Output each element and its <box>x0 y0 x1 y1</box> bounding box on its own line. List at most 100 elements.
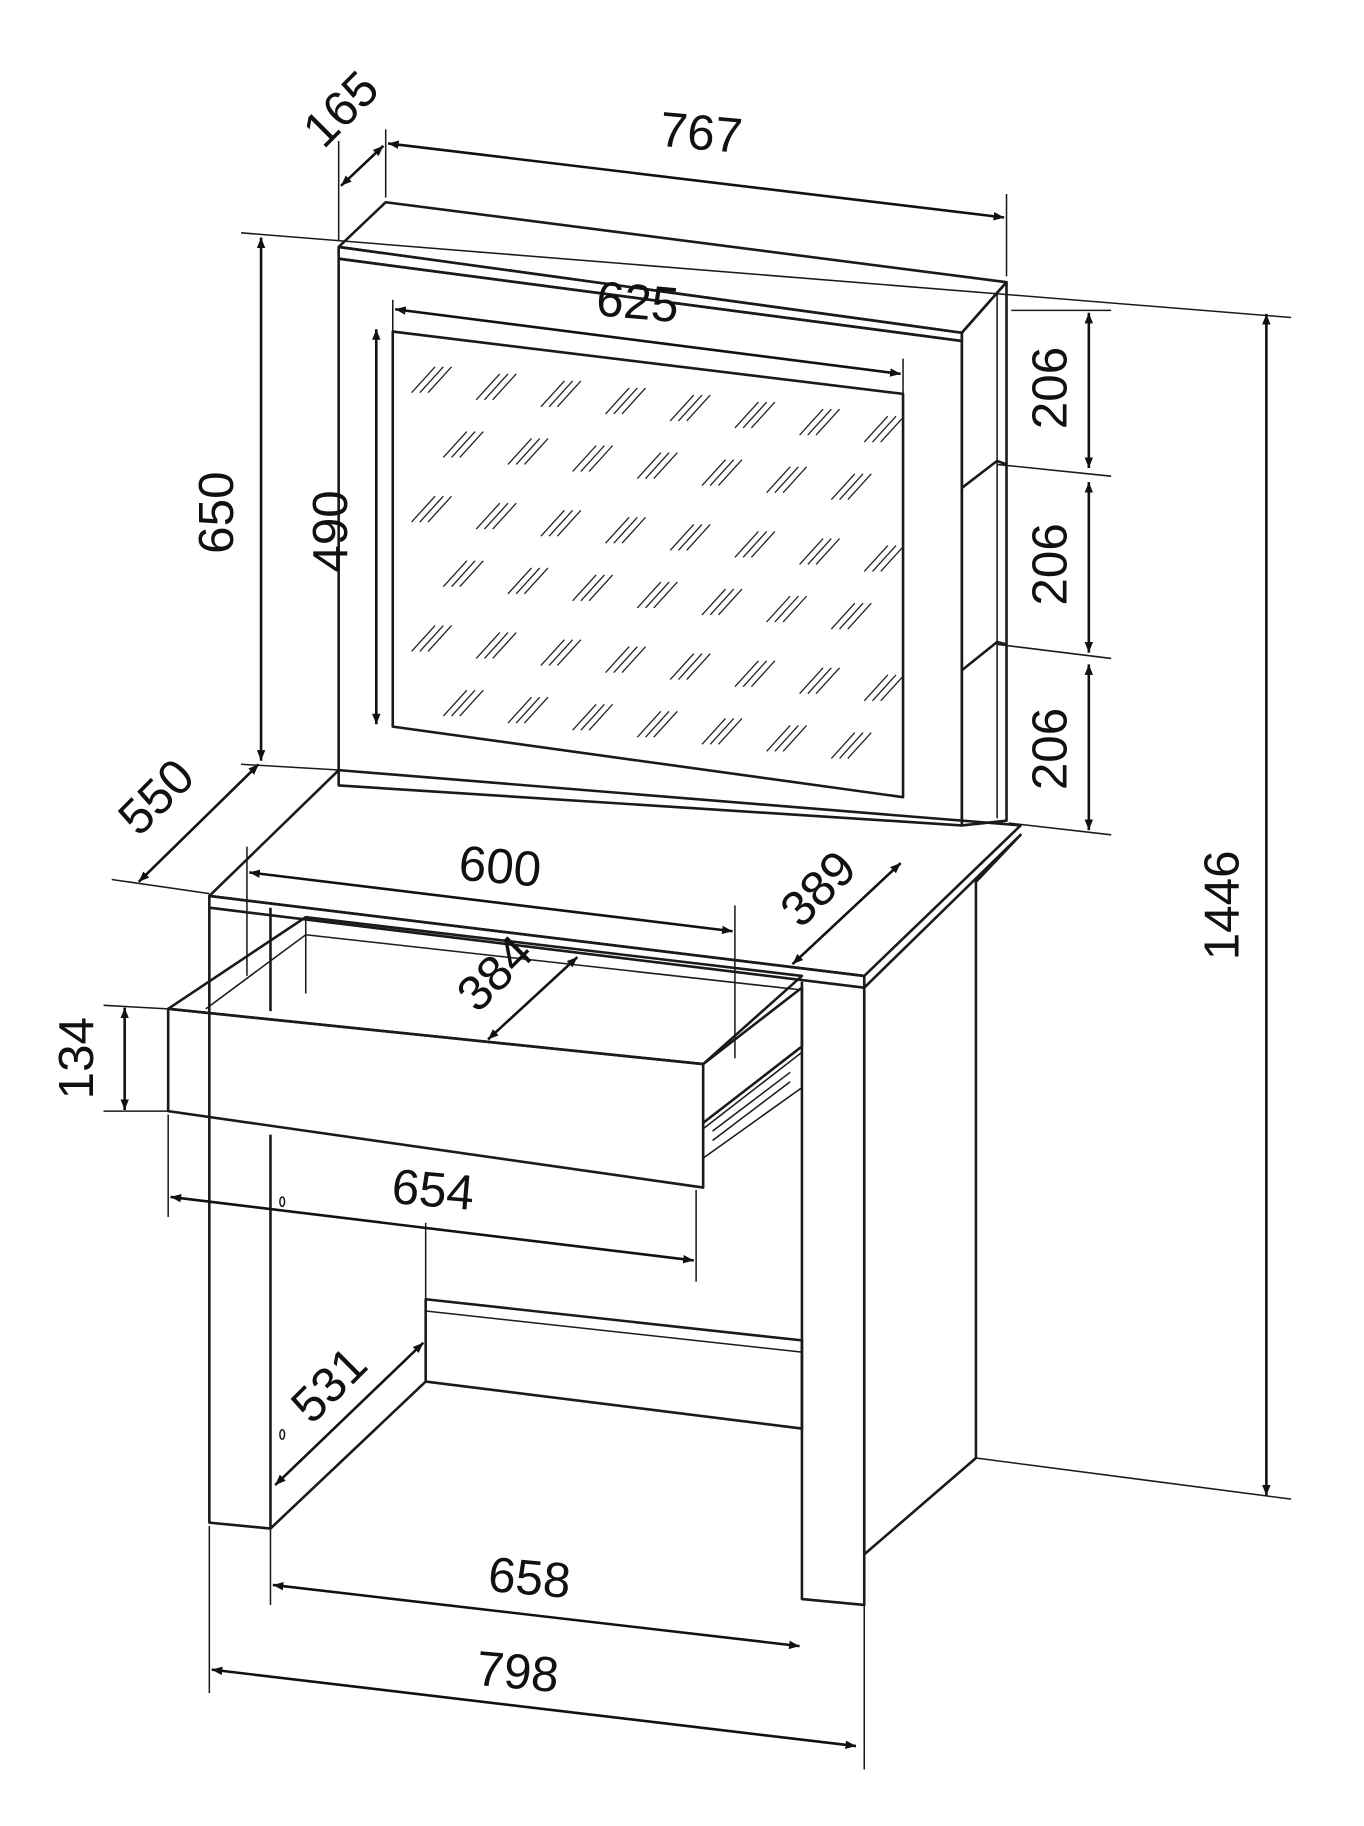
right-leg <box>800 981 866 1607</box>
dim-658-arrow <box>272 1581 800 1650</box>
dim-625-arrow <box>394 306 901 377</box>
hatch-stroke <box>580 574 605 602</box>
hatch-stroke <box>847 602 872 630</box>
hatch-stroke <box>442 689 468 717</box>
hatch-stroke <box>880 674 905 702</box>
hatch-stroke <box>556 509 582 537</box>
hatch-stroke <box>507 567 532 595</box>
hatch-stroke <box>653 710 678 738</box>
dim-798-arrow <box>211 1666 857 1750</box>
dim-1446-label: 1446 <box>1194 850 1249 960</box>
hatch-stroke <box>645 452 670 479</box>
hatch-stroke <box>523 567 549 595</box>
hatch-stroke <box>782 466 808 494</box>
hatch-stroke <box>742 660 768 688</box>
hatch-stroke <box>799 667 824 695</box>
hatch-stroke <box>636 452 662 479</box>
hatch-stroke <box>750 401 776 429</box>
hatch-stroke <box>774 595 799 623</box>
dim-654-label: 654 <box>390 1159 477 1221</box>
dim-767-arrow <box>387 140 1005 221</box>
dim-389-arrow <box>791 862 902 966</box>
hatch-stroke <box>774 725 799 752</box>
hatch-stroke <box>871 415 897 443</box>
mirror-glass <box>391 330 905 799</box>
hatch-stroke <box>572 703 597 731</box>
shelf-2 <box>961 640 1007 672</box>
hatch-stroke <box>636 710 662 738</box>
hatch-stroke <box>483 502 509 530</box>
hatch-stroke <box>880 415 905 443</box>
hatch-stroke <box>515 438 541 465</box>
hatch-stroke <box>645 710 670 738</box>
hatch-stroke <box>701 588 726 616</box>
hatch-stroke <box>451 431 476 458</box>
hatch-stroke <box>475 502 501 530</box>
left-leg <box>208 907 272 1530</box>
mirror-side-shelves <box>960 280 1008 827</box>
hatch-stroke <box>717 588 743 616</box>
hatch-stroke <box>815 538 841 565</box>
hatch-stroke <box>572 574 597 602</box>
hatch-stroke <box>645 581 670 609</box>
back-rail <box>424 1297 804 1430</box>
dimension-labels: 165 767 625 650 490 206 206 206 1446 550… <box>49 61 1249 1703</box>
hatch-stroke <box>709 717 735 745</box>
hatch-stroke <box>613 516 638 544</box>
hatch-stroke <box>734 660 759 688</box>
hatch-stroke <box>880 545 905 572</box>
hatch-stroke <box>677 394 703 422</box>
hatch-stroke <box>580 703 605 731</box>
dim-134-label: 134 <box>49 1017 104 1099</box>
hatch-stroke <box>411 625 436 652</box>
hatch-stroke <box>669 394 695 422</box>
glass-reflection-hatching <box>411 366 905 759</box>
hatch-stroke <box>588 703 614 731</box>
extension-lines <box>103 129 1292 1770</box>
dim-650-label: 650 <box>189 471 244 553</box>
hatch-stroke <box>605 516 630 544</box>
hatch-stroke <box>451 689 476 717</box>
hatch-stroke <box>766 466 791 494</box>
hatch-stroke <box>863 545 889 572</box>
desk-top-edge <box>208 894 866 989</box>
hatch-stroke <box>847 473 872 501</box>
dim-490-label: 490 <box>303 490 358 572</box>
hatch-stroke <box>419 495 444 523</box>
shelf-1 <box>961 459 1007 489</box>
hatch-stroke <box>815 667 841 695</box>
hatch-stroke <box>459 560 484 588</box>
hatch-stroke <box>799 538 824 565</box>
hatch-stroke <box>734 401 759 429</box>
dim-384-arrow <box>487 956 579 1041</box>
hatch-stroke <box>709 588 735 616</box>
hatch-stroke <box>548 380 574 408</box>
hatch-stroke <box>717 717 743 745</box>
dim-654-arrow <box>170 1194 694 1264</box>
hatch-stroke <box>669 653 695 681</box>
hatch-stroke <box>839 732 864 759</box>
dim-798-label: 798 <box>474 1641 561 1703</box>
desk <box>166 768 1022 1607</box>
hatch-stroke <box>807 667 832 695</box>
dim-625-label: 625 <box>594 271 681 333</box>
hatch-stroke <box>709 459 735 487</box>
hatch-stroke <box>677 523 703 551</box>
dim-206-1-label: 206 <box>1023 347 1078 429</box>
hatch-stroke <box>766 725 791 752</box>
dim-600-label: 600 <box>457 836 544 898</box>
hatch-stroke <box>830 732 856 759</box>
desk-right-side <box>862 833 1022 1556</box>
hatch-stroke <box>451 560 476 588</box>
hatch-stroke <box>830 473 856 501</box>
hatch-stroke <box>507 438 532 465</box>
hatch-stroke <box>839 602 864 630</box>
hatch-stroke <box>686 523 711 551</box>
hatch-stroke <box>427 495 453 523</box>
hatch-stroke <box>572 445 597 472</box>
hatch-stroke <box>515 567 541 595</box>
hatch-stroke <box>419 625 444 652</box>
hatch-stroke <box>523 438 549 465</box>
hatch-stroke <box>411 495 436 523</box>
